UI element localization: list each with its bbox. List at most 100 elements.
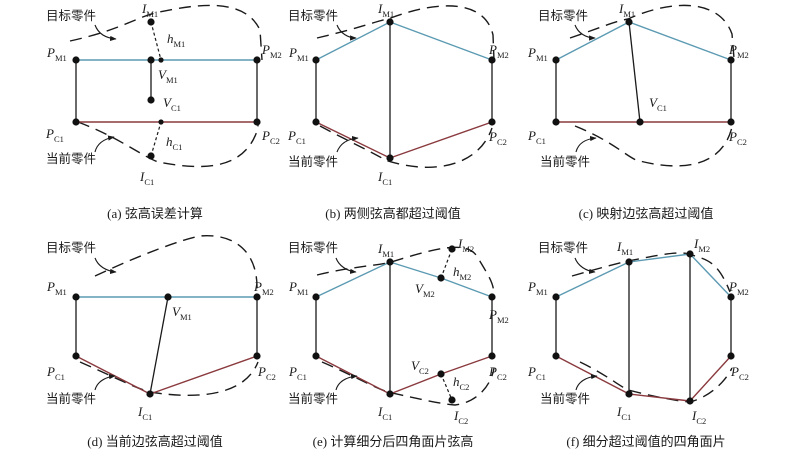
panel-a: 目标零件 当前零件 PM1 PM2 PC1 PC2 IM1 VM1 VC1 IC…: [45, 1, 282, 221]
caption-c: (c) 映射边弦高超过阈值: [579, 206, 714, 221]
label-ic2: IC2: [453, 408, 468, 426]
vertex-pc1: [312, 352, 320, 360]
label-pc1: PC1: [287, 128, 306, 146]
vertex-pm2: [727, 293, 735, 301]
vertex-im1: [147, 18, 155, 26]
vertex-vm1: [147, 56, 155, 64]
edge-im1-vm2: [389, 261, 442, 279]
label-ic1: IC1: [139, 169, 154, 187]
label-current-part: 当前零件: [46, 151, 96, 166]
label-im1: IM1: [377, 1, 394, 19]
edge-ic2-pc2: [689, 355, 732, 402]
label-current-part: 当前零件: [540, 154, 590, 169]
label-pc2: PC2: [488, 364, 507, 382]
vertex-ic2: [686, 397, 694, 405]
target-part-arrow: [574, 24, 596, 41]
panel-d: 目标零件 当前零件 PM1 PM2 PC1 PC2 VM1 IC1 (d) 当前…: [46, 235, 276, 449]
edge-ic1-vm1: [149, 296, 169, 395]
label-pm2: PM2: [261, 42, 282, 60]
label-pm2: PM2: [253, 279, 274, 297]
label-pm2: PM2: [728, 42, 749, 60]
panel-f: 目标零件 当前零件 PM1 PM2 PC1 PC2 IM1 IM2 IC1 IC…: [527, 236, 749, 449]
caption-d: (d) 当前边弦高超过阈值: [87, 434, 222, 449]
label-pm1: PM1: [527, 279, 548, 297]
edge-im1-pm2: [389, 21, 493, 61]
vertex-pc2: [253, 352, 261, 360]
vertex-im1: [625, 258, 633, 266]
label-pm1: PM1: [527, 45, 548, 63]
label-pc1: PC1: [288, 364, 307, 382]
vertex-pm1: [552, 56, 560, 64]
label-hm1: hM1: [167, 31, 185, 49]
label-im1: IM1: [377, 241, 394, 259]
label-pm2: PM2: [488, 42, 509, 60]
target-part-arrow: [336, 24, 357, 41]
vertex-pm2: [488, 56, 496, 64]
vertex-im1: [625, 18, 633, 26]
caption-a: (a) 弦高误差计算: [107, 206, 203, 221]
label-ic1: IC1: [616, 404, 631, 422]
vertex-ic1: [625, 390, 633, 398]
panel-c: 目标零件 当前零件 PM1 PM2 PC1 PC2 IM1 VC1 (c) 映射…: [527, 1, 749, 221]
label-pc2: PC2: [261, 128, 280, 146]
label-ic2: IC2: [691, 408, 706, 426]
caption-e: (e) 计算细分后四角面片弦高: [313, 434, 474, 449]
edge-pc1-ic1: [555, 355, 630, 395]
label-pm1: PM1: [46, 45, 67, 63]
current-part-arrow: [336, 135, 359, 153]
edge-pc1-ic1: [315, 121, 391, 159]
chord-height-hm1: [150, 21, 162, 61]
current-part-arrow: [335, 373, 358, 391]
edge-im2-pm2: [689, 253, 732, 298]
foot-hc1: [158, 119, 164, 125]
vertex-pc2: [727, 352, 735, 360]
caption-b: (b) 两侧弦高都超过阈值: [325, 206, 460, 221]
edge-pc1-ic1: [75, 355, 151, 395]
vertex-pm1: [72, 293, 80, 301]
label-pm2: PM2: [488, 307, 509, 325]
label-ic1: IC1: [137, 404, 152, 422]
current-part-boundary: [79, 361, 259, 397]
vertex-pm1: [312, 293, 320, 301]
target-part-boundary: [69, 4, 263, 61]
label-pm1: PM1: [288, 279, 309, 297]
vertex-vc1: [636, 118, 644, 126]
current-part-boundary: [579, 361, 733, 403]
current-part-boundary: [319, 125, 493, 168]
label-vc2: VC2: [411, 358, 429, 376]
vertex-vc1: [147, 96, 155, 104]
label-ic1: IC1: [377, 404, 392, 422]
label-pc2: PC2: [257, 364, 276, 382]
current-part-arrow: [575, 135, 597, 153]
label-vm1: VM1: [158, 67, 178, 85]
label-pm1: PM1: [46, 279, 67, 297]
label-hm2: hM2: [453, 264, 471, 282]
label-target-part: 目标零件: [46, 9, 96, 23]
label-im1: IM1: [616, 239, 633, 257]
label-pc1: PC1: [46, 364, 65, 382]
chord-height-hc2: [440, 373, 453, 401]
vertex-pc2: [727, 118, 735, 126]
label-target-part: 目标零件: [538, 241, 588, 255]
vertex-ic1: [147, 152, 155, 160]
vertex-im2: [448, 245, 456, 253]
label-target-part: 目标零件: [288, 9, 338, 23]
edge-vm2-pm2: [440, 277, 493, 298]
vertex-pm2: [253, 293, 261, 301]
vertex-pc1: [72, 118, 80, 126]
label-target-part: 目标零件: [46, 241, 96, 255]
vertex-pc2: [253, 118, 261, 126]
label-current-part: 当前零件: [46, 391, 96, 406]
label-pc1: PC1: [45, 126, 64, 144]
target-part-arrow: [94, 24, 117, 42]
current-part-arrow: [94, 373, 116, 391]
panel-b: 目标零件 当前零件 PM1 PM2 PC1 PC2 IM1 IC1 (b) 两侧…: [287, 1, 509, 221]
label-hc2: hC2: [453, 374, 469, 392]
vertex-vm1: [164, 293, 172, 301]
label-im1: IM1: [141, 1, 158, 19]
current-part-boundary: [574, 125, 733, 167]
chord-height-hc1: [150, 121, 162, 157]
label-ic1: IC1: [377, 169, 392, 187]
caption-f: (f) 细分超过阈值的四角面片: [566, 434, 725, 449]
vertex-pc1: [552, 352, 560, 360]
